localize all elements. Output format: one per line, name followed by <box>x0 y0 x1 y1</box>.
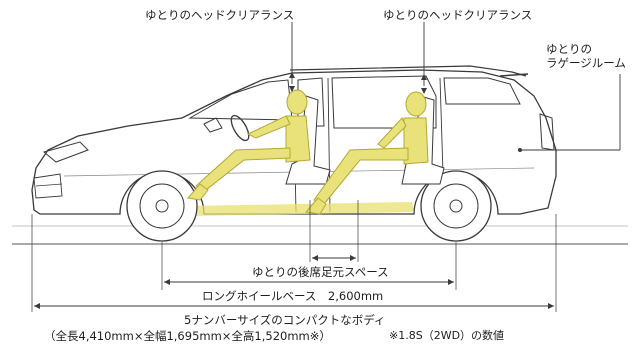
side-mirror <box>203 117 223 133</box>
grille-bar <box>35 183 63 187</box>
rear-spoiler <box>499 73 529 77</box>
wheelbase-label: ロングホイールベース 2,600mm <box>202 289 384 303</box>
windshield <box>188 79 293 121</box>
dimensions-footnote: ※1.8S（2WD）の数値 <box>389 329 505 342</box>
wheelbase-arrow-left <box>164 279 170 285</box>
floor-highlight <box>188 202 414 216</box>
front-headroom-arrow-down <box>289 86 295 92</box>
rear-legroom-label: ゆとりの後席足元スペース <box>252 265 389 279</box>
rear-headroom-label: ゆとりのヘッドクリアランス <box>383 8 533 22</box>
luggage-leader-dot <box>518 148 522 152</box>
front-occupant-figure <box>187 89 311 201</box>
length-arrow-right <box>548 303 554 309</box>
headlight <box>42 141 89 163</box>
rear-quarter-window <box>443 77 521 105</box>
rear-headroom-arrow-up <box>421 74 427 80</box>
compact-body-label: 5ナンバーサイズのコンパクトなボディ <box>184 313 386 327</box>
steering-wheel <box>230 114 250 142</box>
rear-door-window <box>331 75 437 129</box>
wheelbase-arrow-right <box>448 279 454 285</box>
rear-headroom-arrow-down <box>421 88 427 94</box>
legroom-arrow-left <box>312 255 318 261</box>
front-headroom-arrow-up <box>289 72 295 78</box>
front-headroom-label: ゆとりのヘッドクリアランス <box>145 8 295 22</box>
luggage-room-label-line1: ゆとりの <box>546 42 592 56</box>
body-dimensions-label: （全長4,410mm×全幅1,695mm×全高1,520mm※） <box>44 329 331 343</box>
front-wheel <box>126 170 198 242</box>
luggage-room-label-line2: ラゲージルーム <box>546 56 626 70</box>
front-grille <box>33 173 63 199</box>
legroom-arrow-right <box>350 255 356 261</box>
rear-occupant-figure <box>305 91 429 215</box>
length-arrow-left <box>34 303 40 309</box>
rear-wheel <box>420 170 492 242</box>
